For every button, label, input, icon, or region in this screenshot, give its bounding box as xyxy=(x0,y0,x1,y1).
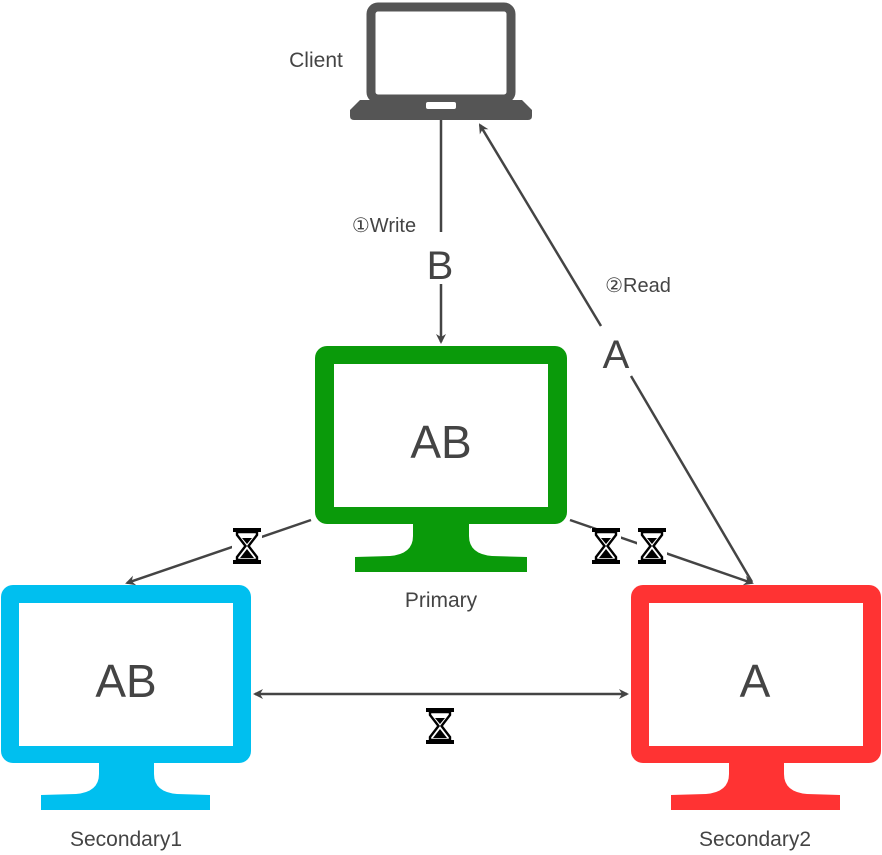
secondary2-content: A xyxy=(740,655,771,707)
secondary2-label: Secondary2 xyxy=(699,828,811,851)
monitor-icon xyxy=(631,585,881,810)
secondary1-node: AB Secondary1 xyxy=(1,585,251,851)
secondary1-label: Secondary1 xyxy=(70,828,182,851)
replication-arrow-primary-secondary1 xyxy=(125,518,312,586)
client-label: Client xyxy=(289,49,343,72)
primary-content: AB xyxy=(410,416,471,468)
read-value: A xyxy=(603,333,630,377)
monitor-icon xyxy=(315,346,567,572)
laptop-icon xyxy=(350,2,532,120)
primary-node: AB Primary xyxy=(315,346,567,612)
read-arrow xyxy=(478,123,603,327)
write-label: ①Write xyxy=(352,215,416,237)
write-edge: ①Write B xyxy=(352,120,454,344)
read-arrow-tail xyxy=(629,375,754,583)
hourglass-icon xyxy=(425,708,455,744)
secondary1-content: AB xyxy=(95,655,156,707)
monitor-icon xyxy=(1,585,251,810)
secondary2-node: A Secondary2 xyxy=(631,585,881,851)
read-edge: ②Read A xyxy=(478,123,754,583)
read-label: ②Read xyxy=(605,275,671,297)
write-value: B xyxy=(427,244,454,288)
client-node: Client xyxy=(289,2,532,120)
primary-label: Primary xyxy=(405,589,478,612)
